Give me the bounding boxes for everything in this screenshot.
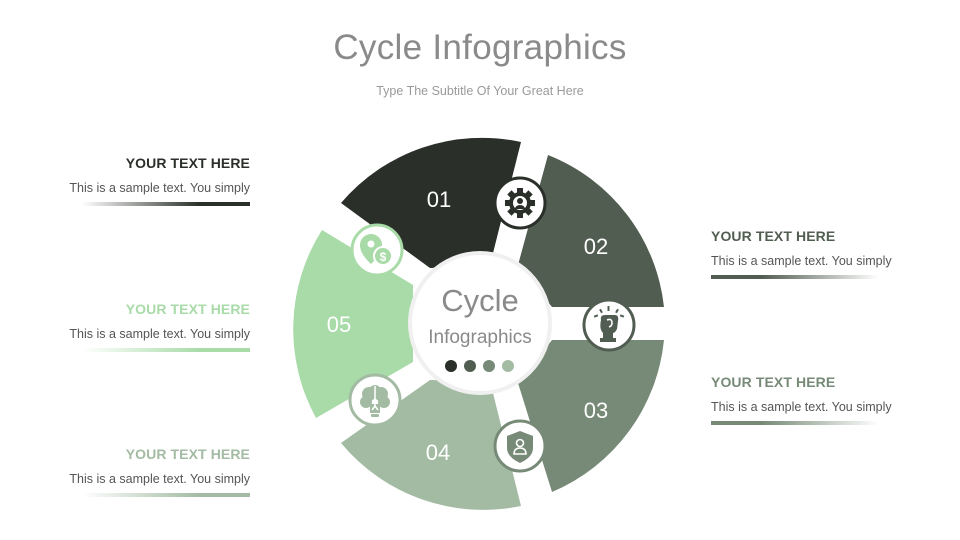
text-block-heading: YOUR TEXT HERE [711, 228, 836, 244]
brain-bulb-icon [348, 373, 402, 427]
accent-line [82, 348, 250, 352]
accent-line [82, 493, 250, 497]
dot-4 [502, 360, 514, 372]
segment-number-01: 01 [427, 187, 451, 212]
center-subtitle: Infographics [428, 327, 532, 348]
segment-02 [518, 155, 664, 307]
text-block-5: YOUR TEXT HERE This is a sample text. Yo… [50, 301, 250, 352]
dot-2 [464, 360, 476, 372]
text-block-body: This is a sample text. You simply [69, 327, 250, 341]
text-block-heading: YOUR TEXT HERE [711, 374, 836, 390]
text-block-heading: YOUR TEXT HERE [125, 446, 250, 462]
page-subtitle: Type The Subtitle Of Your Great Here [376, 84, 584, 98]
center-circle [412, 255, 548, 391]
gear-person-icon [493, 176, 547, 230]
text-block-1: YOUR TEXT HERE This is a sample text. Yo… [50, 155, 250, 206]
text-block-heading: YOUR TEXT HERE [125, 155, 250, 171]
segment-number-05: 05 [327, 312, 351, 337]
dot-3 [483, 360, 495, 372]
center-title: Cycle [441, 283, 519, 318]
text-block-3: YOUR TEXT HERE This is a sample text. Yo… [711, 374, 911, 425]
dot-1 [445, 360, 457, 372]
segment-number-04: 04 [426, 440, 450, 465]
svg-text:$: $ [380, 250, 387, 264]
text-block-body: This is a sample text. You simply [711, 254, 892, 268]
location-dollar-icon: $ [350, 223, 404, 277]
accent-line [711, 275, 879, 279]
text-block-body: This is a sample text. You simply [69, 472, 250, 486]
accent-line [711, 421, 879, 425]
shield-user-icon [493, 419, 547, 473]
text-block-4: YOUR TEXT HERE This is a sample text. Yo… [50, 446, 250, 497]
text-block-body: This is a sample text. You simply [69, 181, 250, 195]
segment-number-02: 02 [584, 234, 608, 259]
accent-line [82, 202, 250, 206]
segment-number-03: 03 [584, 398, 608, 423]
text-block-heading: YOUR TEXT HERE [125, 301, 250, 317]
fist-idea-icon [582, 298, 636, 352]
text-block-2: YOUR TEXT HERE This is a sample text. Yo… [711, 228, 911, 279]
page-title: Cycle Infographics [333, 28, 627, 67]
segment-03 [518, 340, 664, 492]
segment-05 [293, 230, 413, 418]
text-block-body: This is a sample text. You simply [711, 400, 892, 414]
